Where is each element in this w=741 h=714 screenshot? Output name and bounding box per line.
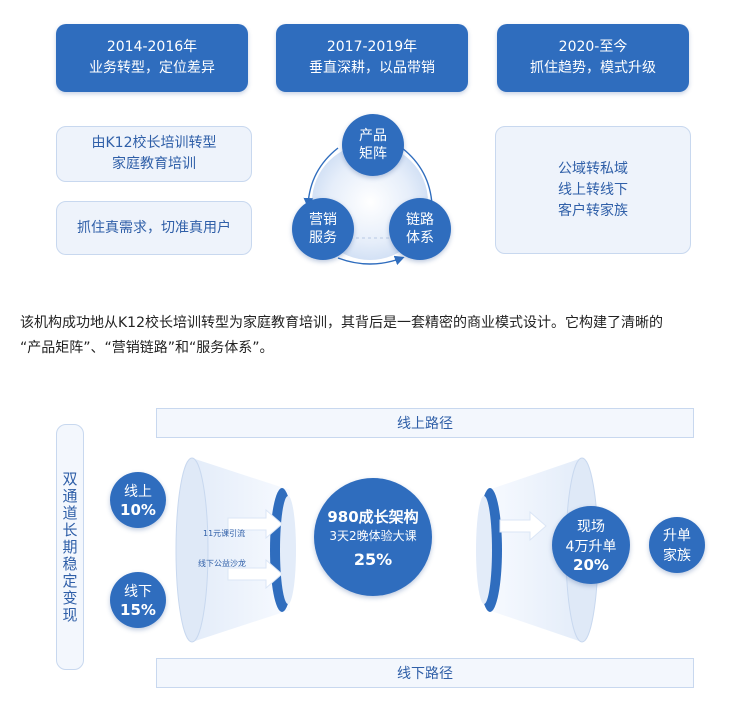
paragraph-line-1: 该机构成功地从K12校长培训转型为家庭教育培训，其背后是一套精密的商业模式设计。… xyxy=(20,315,663,331)
core-sub: 3天2晚体验大课 xyxy=(329,528,417,543)
transformation-card: 由K12校长培训转型 家庭教育培训 xyxy=(56,126,252,182)
online-path-text: 线上路径 xyxy=(397,416,453,432)
phase-desc: 垂直深耕，以品带销 xyxy=(309,60,435,76)
side-char: 通 xyxy=(62,486,78,505)
product-matrix-node: 产品 矩阵 xyxy=(342,114,404,176)
core-title: 980成长架构 xyxy=(327,507,419,526)
conversion-card: 公域转私域 线上转线下 客户转家族 xyxy=(495,126,691,254)
node-text: 矩阵 xyxy=(359,146,387,162)
description-paragraph: 该机构成功地从K12校长培训转型为家庭教育培训，其背后是一套精密的商业模式设计。… xyxy=(20,311,732,361)
online-share-node: 线上 10% xyxy=(110,472,166,528)
online-label: 线上 xyxy=(124,484,152,500)
transformation-line-1: 由K12校长培训转型 xyxy=(91,135,217,151)
side-char: 双 xyxy=(62,469,78,488)
offline-pct: 15% xyxy=(120,601,156,619)
side-char: 变 xyxy=(62,588,78,607)
link-system-node: 链路 体系 xyxy=(389,198,451,260)
onsite-line-1: 现场 xyxy=(577,519,605,535)
upgrade-line-1: 升单 xyxy=(663,528,691,544)
onsite-line-2: 4万升单 xyxy=(565,539,617,555)
online-path-label: 线上路径 xyxy=(156,408,694,438)
offline-label: 线下 xyxy=(124,584,152,600)
node-text: 体系 xyxy=(406,230,434,246)
upgrade-line-2: 家族 xyxy=(663,548,691,564)
conversion-line-1: 公域转私域 xyxy=(558,160,628,177)
offline-path-label: 线下路径 xyxy=(156,658,694,688)
phase-box-2: 2017-2019年 垂直深耕，以品带销 xyxy=(276,24,468,92)
onsite-pct: 20% xyxy=(573,556,609,574)
family-upgrade-node: 升单 家族 xyxy=(649,517,705,573)
core-pct: 25% xyxy=(353,549,393,569)
side-char: 道 xyxy=(62,503,78,522)
side-char: 稳 xyxy=(62,554,78,573)
phase-years: 2014-2016年 xyxy=(106,39,198,55)
conversion-line-2: 线上转线下 xyxy=(558,181,628,198)
phase-desc: 业务转型，定位差异 xyxy=(89,60,215,76)
source-offline-text: 线下公益沙龙 xyxy=(198,559,246,568)
node-text: 链路 xyxy=(406,212,434,228)
side-char: 长 xyxy=(62,520,78,539)
paragraph-line-2: “产品矩阵”、“营销链路”和“服务体系”。 xyxy=(20,340,274,356)
onsite-upsell-node: 现场 4万升单 20% xyxy=(552,506,630,584)
online-pct: 10% xyxy=(120,501,156,519)
offline-share-node: 线下 15% xyxy=(110,572,166,628)
needs-text: 抓住真需求，切准真用户 xyxy=(77,219,231,236)
phase-years: 2017-2019年 xyxy=(326,39,418,55)
node-text: 产品 xyxy=(359,128,387,144)
side-char: 现 xyxy=(62,605,78,624)
core-course-node: 980成长架构 3天2晚体验大课 25% xyxy=(314,478,432,596)
offline-path-text: 线下路径 xyxy=(397,666,453,682)
phase-years: 2020-至今 xyxy=(558,39,628,55)
source-online-text: 11元课引流 xyxy=(203,529,246,538)
dual-channel-label: 双 通 道 长 期 稳 定 变 现 xyxy=(56,424,84,670)
node-text: 服务 xyxy=(309,230,337,246)
marketing-service-node: 营销 服务 xyxy=(292,198,354,260)
needs-card: 抓住真需求，切准真用户 xyxy=(56,201,252,255)
side-char: 定 xyxy=(62,571,78,590)
node-text: 营销 xyxy=(309,212,337,228)
side-char: 期 xyxy=(62,537,78,556)
phase-box-3: 2020-至今 抓住趋势，模式升级 xyxy=(497,24,689,92)
conversion-line-3: 客户转家族 xyxy=(558,202,628,219)
phase-desc: 抓住趋势，模式升级 xyxy=(530,60,656,76)
phase-box-1: 2014-2016年 业务转型，定位差异 xyxy=(56,24,248,92)
transformation-line-2: 家庭教育培训 xyxy=(112,156,196,172)
funnel-graphic xyxy=(175,457,599,643)
